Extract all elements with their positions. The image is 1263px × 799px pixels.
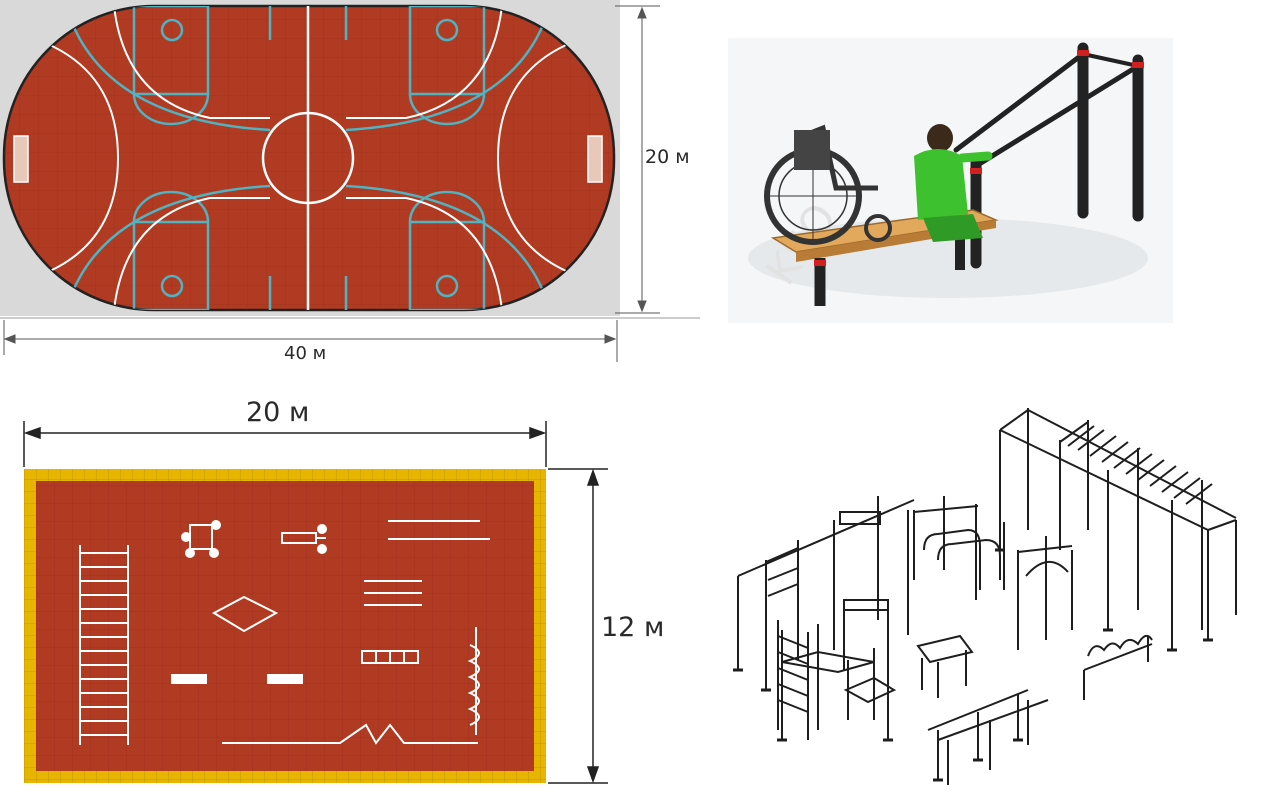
plan-machine-1	[181, 520, 221, 558]
iso-monkey-bars	[999, 408, 1237, 650]
goal-right	[587, 135, 603, 183]
plan-zigzag	[467, 627, 480, 735]
plan-machine-2	[281, 524, 327, 554]
workout-width-label: 20 м	[246, 397, 310, 428]
plan-bars	[361, 520, 490, 664]
workout-plan-diagram	[23, 421, 608, 784]
accessible-station-panel: KSO	[728, 38, 1173, 328]
goal-left	[13, 135, 29, 183]
iso-small-bars	[1083, 634, 1153, 700]
plan-bench-2	[267, 674, 303, 684]
workout-height-label: 12 м	[601, 612, 665, 643]
accessible-station-illustration: KSO	[728, 38, 1173, 323]
court-width-label: 40 м	[284, 343, 327, 364]
court-height-label: 20 м	[645, 146, 690, 168]
plan-bottom-equipment	[222, 723, 478, 745]
plan-bench-1	[171, 674, 207, 684]
iso-bench-2	[916, 634, 974, 698]
iso-low-bars	[927, 689, 1049, 785]
iso-play-tower	[781, 599, 897, 740]
iso-pullup-frame	[1017, 536, 1073, 650]
wheelchair-illustration	[764, 124, 892, 245]
workout-plan-panel: 20 м 12 м	[0, 395, 700, 799]
court-diagram	[0, 0, 700, 362]
plan-ladder	[79, 545, 129, 745]
iso-parallel-bars	[913, 496, 1005, 600]
plan-diamond	[211, 595, 279, 633]
isometric-equipment-panel	[728, 400, 1248, 790]
isometric-equipment-drawing	[733, 408, 1237, 785]
court-center-circle	[261, 111, 355, 205]
court-panel: 20 м 40 м	[0, 0, 700, 370]
person-illustration	[914, 124, 993, 242]
